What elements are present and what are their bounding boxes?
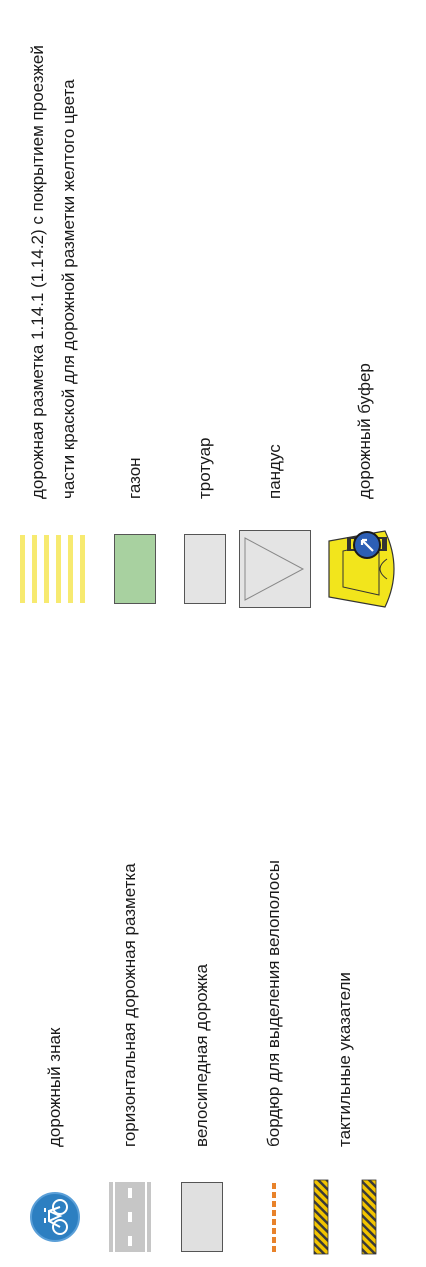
- legend-label-line-1: дорожная разметка 1.14.1 (1.14.2) с покр…: [22, 45, 53, 499]
- ramp-icon: [250, 519, 300, 619]
- legend-label: дорожный знак: [30, 1028, 80, 1147]
- legend-label-line-2: части краской для дорожной разметки желт…: [53, 45, 84, 499]
- bicycle-sign-icon: [30, 1167, 80, 1267]
- road-buffer-icon: [340, 519, 390, 619]
- legend-label: дорожный буфер: [340, 363, 390, 499]
- legend-label: велосипедная дорожка: [177, 964, 227, 1147]
- legend-label-multiline: дорожная разметка 1.14.1 (1.14.2) с покр…: [22, 45, 84, 499]
- legend-label: тактильные указатели: [320, 972, 370, 1147]
- lawn-icon: [110, 519, 160, 619]
- sidewalk-icon: [180, 519, 230, 619]
- legend-label: горизонтальная дорожная разметка: [105, 863, 155, 1147]
- legend-label: бордюр для выделения велополосы: [249, 860, 299, 1147]
- legend-label: газон: [110, 457, 160, 499]
- curb-divider-icon: [249, 1167, 299, 1267]
- yellow-zebra-icon: [28, 519, 78, 619]
- legend-label: тротуар: [180, 437, 230, 499]
- bike-path-icon: [177, 1167, 227, 1267]
- legend-label: пандус: [250, 444, 300, 499]
- road-marking-icon: [105, 1167, 155, 1267]
- tactile-indicator-icon: [320, 1167, 370, 1267]
